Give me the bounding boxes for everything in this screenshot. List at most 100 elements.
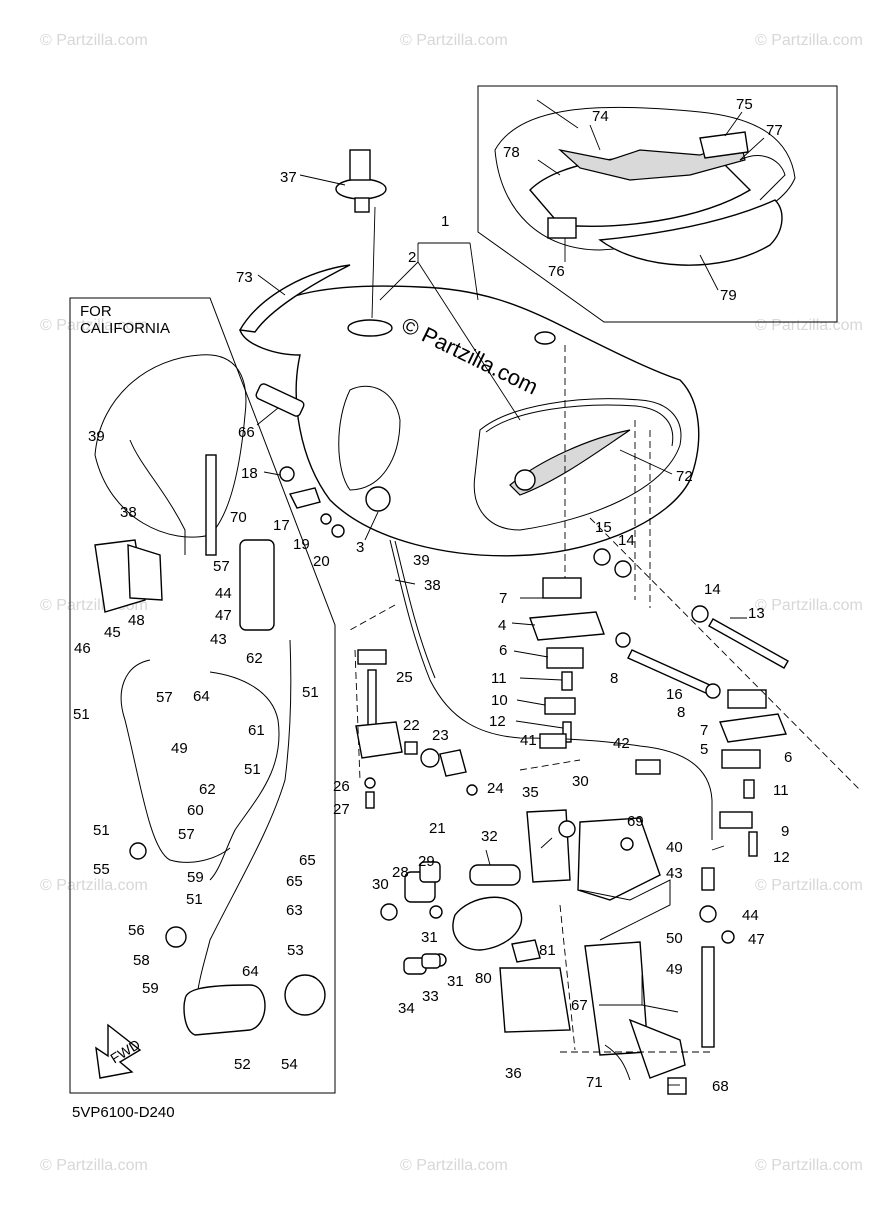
screw-69 bbox=[620, 837, 634, 851]
tank-emblem-72 bbox=[509, 429, 631, 496]
emblem-inset-panel bbox=[477, 85, 838, 323]
hose-38-outline bbox=[394, 540, 436, 679]
hose-38 bbox=[389, 539, 713, 840]
emblem-badge bbox=[514, 469, 536, 491]
mounting-hardware bbox=[529, 548, 789, 857]
callout-44a: 44 bbox=[742, 907, 759, 924]
callout-28: 28 bbox=[392, 864, 409, 881]
callout-11a: 11 bbox=[491, 670, 507, 687]
washer-8b bbox=[705, 683, 721, 699]
clip-42 bbox=[635, 759, 661, 775]
screw-24 bbox=[466, 784, 478, 796]
callout-29: 29 bbox=[418, 853, 435, 870]
damper-7a bbox=[542, 577, 582, 599]
callout-14a: 14 bbox=[618, 532, 635, 549]
clip-41 bbox=[539, 733, 567, 749]
callout-68: 68 bbox=[712, 1078, 729, 1095]
emblem-76 bbox=[547, 217, 577, 239]
watermark-bottom-right: © Partzilla.com bbox=[755, 1157, 863, 1174]
callout-31a: 31 bbox=[421, 929, 438, 946]
damper-81 bbox=[511, 939, 541, 963]
callout-39b: 39 bbox=[88, 428, 105, 445]
callout-31b: 31 bbox=[447, 973, 464, 990]
callout-60: 60 bbox=[187, 802, 204, 819]
callout-77: 77 bbox=[766, 122, 783, 139]
callout-44b: 44 bbox=[215, 585, 232, 602]
callout-63: 63 bbox=[286, 902, 303, 919]
fuel-cap-assembly bbox=[335, 149, 387, 213]
canister-52 bbox=[183, 984, 266, 1036]
callout-8a: 8 bbox=[610, 670, 618, 687]
callout-7a: 7 bbox=[499, 590, 507, 607]
bracket-35 bbox=[526, 809, 571, 883]
callout-1: 1 bbox=[441, 213, 449, 230]
o-ring-23 bbox=[420, 748, 440, 768]
clip-44 bbox=[699, 905, 717, 923]
callout-51a: 51 bbox=[302, 684, 319, 701]
hose-66 bbox=[255, 383, 305, 417]
callout-58: 58 bbox=[133, 952, 150, 969]
bolt-12a bbox=[562, 721, 572, 743]
callout-25: 25 bbox=[396, 669, 413, 686]
callout-57c: 57 bbox=[178, 826, 195, 843]
damper-6a bbox=[546, 647, 584, 669]
callout-8b: 8 bbox=[677, 704, 685, 721]
inset-label-line-1: FOR bbox=[80, 303, 112, 320]
callout-12b: 12 bbox=[773, 849, 790, 866]
callout-78: 78 bbox=[503, 144, 520, 161]
callout-12a: 12 bbox=[489, 713, 506, 730]
callout-3: 3 bbox=[356, 539, 364, 556]
tank-outline-inset bbox=[494, 106, 796, 251]
callout-51b: 51 bbox=[73, 706, 90, 723]
bracket-53 bbox=[284, 974, 326, 1016]
callout-51d: 51 bbox=[93, 822, 110, 839]
bolt-13 bbox=[708, 618, 789, 669]
emblem-75 bbox=[699, 131, 749, 159]
callout-24: 24 bbox=[487, 780, 504, 797]
callout-45: 45 bbox=[104, 624, 121, 641]
callout-49a: 49 bbox=[666, 961, 683, 978]
clamp-33 bbox=[421, 953, 441, 969]
callout-30a: 30 bbox=[372, 876, 389, 893]
callout-57a: 57 bbox=[213, 558, 230, 575]
damper-7b bbox=[727, 689, 767, 709]
callout-38b: 38 bbox=[120, 504, 137, 521]
fuel-filter-32 bbox=[469, 864, 521, 886]
fwd-arrow-icon bbox=[95, 1023, 142, 1079]
callout-53: 53 bbox=[287, 942, 304, 959]
callout-47a: 47 bbox=[748, 931, 765, 948]
callout-79: 79 bbox=[720, 287, 737, 304]
fuel-cock-21 bbox=[355, 721, 403, 759]
plate-9 bbox=[719, 811, 753, 829]
callout-62a: 62 bbox=[246, 650, 263, 667]
callout-46: 46 bbox=[74, 640, 91, 657]
bolt-12b bbox=[748, 831, 758, 857]
hose-61 bbox=[209, 671, 280, 881]
callout-6b: 6 bbox=[784, 749, 792, 766]
callout-51e: 51 bbox=[186, 891, 203, 908]
callout-5: 5 bbox=[700, 741, 708, 758]
callout-19: 19 bbox=[293, 536, 310, 553]
watermarks: © Partzilla.com © Partzilla.com © Partzi… bbox=[40, 32, 863, 1174]
washer-26 bbox=[364, 777, 376, 789]
callout-32: 32 bbox=[481, 828, 498, 845]
bracket-5 bbox=[719, 713, 787, 743]
callout-9: 9 bbox=[781, 823, 789, 840]
watermark-top-right: © Partzilla.com bbox=[755, 32, 863, 49]
damper-68 bbox=[667, 1077, 687, 1095]
hose-38-california bbox=[129, 439, 186, 555]
callout-67: 67 bbox=[571, 997, 588, 1014]
dashed-guides bbox=[349, 345, 861, 1053]
callout-42: 42 bbox=[613, 735, 630, 752]
callout-51c: 51 bbox=[244, 761, 261, 778]
bracket-plate bbox=[577, 817, 661, 901]
callout-47b: 47 bbox=[215, 607, 232, 624]
callout-39a: 39 bbox=[413, 552, 430, 569]
callout-73: 73 bbox=[236, 269, 253, 286]
callout-14b: 14 bbox=[704, 581, 721, 598]
valve-body bbox=[439, 749, 467, 777]
callout-27: 27 bbox=[333, 801, 350, 818]
callout-65a: 65 bbox=[299, 852, 316, 869]
inset-frame bbox=[477, 85, 838, 323]
